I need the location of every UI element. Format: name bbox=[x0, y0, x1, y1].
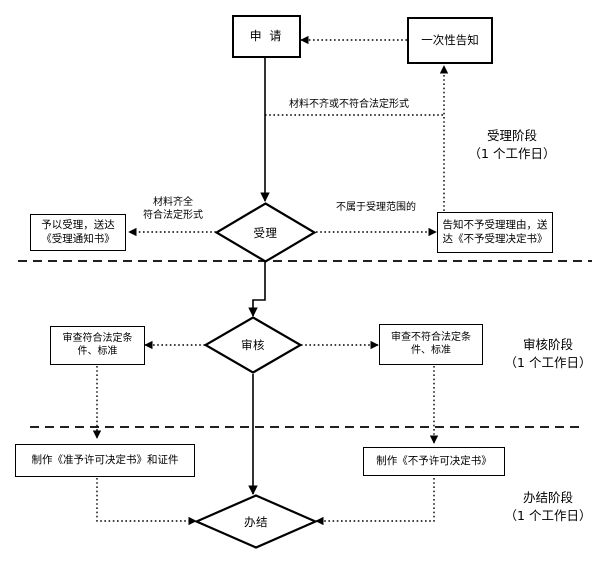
node-review-fail-line2: 件、标准 bbox=[411, 344, 451, 356]
node-make-permit-label: 制作《准予许可决定书》和证件 bbox=[31, 453, 179, 466]
accept-diamond-shape bbox=[215, 202, 316, 263]
stage-label-complete-duration: （1 个工作日） bbox=[504, 508, 592, 524]
node-review-pass[interactable]: 审查符合法定条 件、标准 bbox=[50, 326, 145, 365]
edge-label-out-of-scope: 不属于受理范围的 bbox=[336, 201, 416, 214]
node-refuse-acceptance-line2: 达《不予受理决定书》 bbox=[442, 232, 548, 245]
stage-label-acceptance-name: 受理阶段 bbox=[486, 128, 537, 143]
node-grant-acceptance-line2: 《受理通知书》 bbox=[41, 232, 115, 245]
node-review-fail-line1: 审查不符合法定条 bbox=[391, 332, 471, 343]
node-review-fail[interactable]: 审查不符合法定条 件、标准 bbox=[379, 324, 483, 365]
stage-label-review: 审核阶段 （1 个工作日） bbox=[505, 336, 592, 372]
node-grant-acceptance-line1: 予以受理，送达 bbox=[41, 219, 115, 232]
node-apply-label: 申 请 bbox=[249, 29, 284, 43]
node-one-time-notice[interactable]: 一次性告知 bbox=[407, 17, 493, 64]
stage-label-complete-name: 办结阶段 bbox=[522, 490, 573, 505]
edge-accept-to-review bbox=[248, 262, 266, 317]
node-make-permit[interactable]: 制作《准予许可决定书》和证件 bbox=[15, 444, 195, 477]
stage-label-complete: 办结阶段 （1 个工作日） bbox=[505, 489, 592, 525]
node-review-pass-line2: 件、标准 bbox=[77, 345, 118, 357]
review-diamond-shape bbox=[204, 316, 302, 374]
stage-label-acceptance: 受理阶段 （1 个工作日） bbox=[469, 127, 556, 163]
node-accept-decision[interactable]: 受理 bbox=[215, 202, 316, 263]
edge-permit-to-complete bbox=[96, 478, 197, 526]
node-review-pass-line1: 审查符合法定条 bbox=[62, 333, 133, 344]
node-one-time-notice-label: 一次性告知 bbox=[421, 33, 479, 48]
node-refuse-acceptance-line1: 告知不予受理理由，送 bbox=[442, 219, 548, 232]
stage-label-acceptance-duration: （1 个工作日） bbox=[468, 146, 556, 162]
edge-label-materials-incomplete-text: 材料不齐或不符合法定形式 bbox=[289, 99, 409, 110]
node-review-decision[interactable]: 审核 bbox=[204, 316, 302, 374]
edge-refusal-to-complete bbox=[315, 478, 435, 526]
complete-diamond-shape bbox=[195, 494, 317, 549]
node-refuse-acceptance[interactable]: 告知不予受理理由，送 达《不予受理决定书》 bbox=[437, 212, 553, 253]
edge-label-materials-complete-line2: 符合法定形式 bbox=[143, 210, 203, 221]
stage-label-review-name: 审核阶段 bbox=[522, 337, 573, 352]
edge-label-materials-complete: 材料齐全 符合法定形式 bbox=[143, 196, 203, 222]
node-accept-decision-label: 受理 bbox=[253, 225, 278, 240]
node-complete-decision[interactable]: 办结 bbox=[195, 494, 317, 549]
edge-label-materials-complete-line1: 材料齐全 bbox=[153, 197, 193, 208]
node-make-refusal-label: 制作《不予许可决定书》 bbox=[376, 454, 492, 467]
stage-label-review-duration: （1 个工作日） bbox=[504, 355, 592, 371]
edge-label-materials-incomplete: 材料不齐或不符合法定形式 bbox=[289, 98, 409, 111]
node-complete-decision-label: 办结 bbox=[244, 514, 268, 529]
node-review-decision-label: 审核 bbox=[241, 338, 265, 352]
node-make-refusal[interactable]: 制作《不予许可决定书》 bbox=[363, 447, 505, 476]
node-apply[interactable]: 申 请 bbox=[232, 15, 301, 58]
node-grant-acceptance[interactable]: 予以受理，送达 《受理通知书》 bbox=[30, 214, 126, 251]
edge-label-out-of-scope-text: 不属于受理范围的 bbox=[336, 202, 416, 213]
